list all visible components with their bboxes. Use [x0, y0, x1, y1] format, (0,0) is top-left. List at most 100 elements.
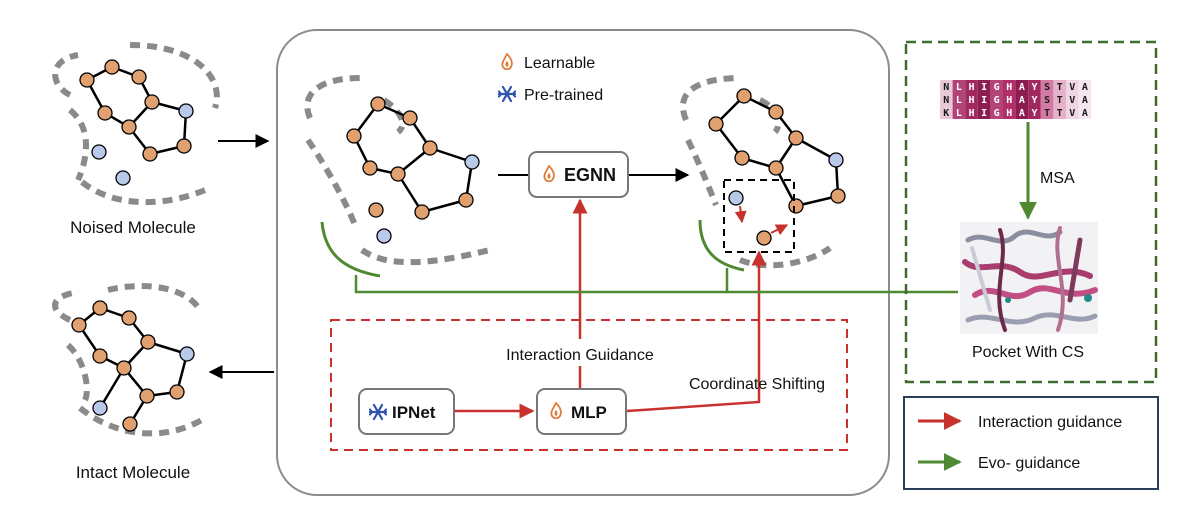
coordinate-shift-arrow [626, 250, 767, 413]
msa-cell [940, 93, 953, 106]
msa-cell [965, 93, 978, 106]
mlp-block: MLP [536, 388, 627, 435]
svg-text:IPNet: IPNet [392, 403, 436, 422]
msa-cell [1003, 106, 1016, 119]
msa-cell [990, 93, 1003, 106]
msa-residue: I [981, 108, 987, 119]
msa-cell [1078, 106, 1092, 119]
pocket-residue-arc [320, 221, 381, 278]
pocket-outline [52, 283, 207, 437]
msa-residue: V [1069, 82, 1075, 93]
msa-cell [952, 80, 966, 93]
msa-cell [965, 106, 978, 119]
msa-residue: Y [1031, 82, 1037, 93]
coordinate-shifting-label: Coordinate Shifting [689, 376, 825, 393]
msa-cell [1066, 106, 1079, 119]
msa-cell [977, 80, 991, 93]
msa-cell [1040, 106, 1054, 119]
svg-text:Evo- guidance: Evo- guidance [978, 455, 1080, 472]
msa-cell [1028, 80, 1041, 93]
snowflake-icon [497, 85, 517, 103]
legend-evo-guidance: Evo- guidance [918, 453, 1080, 472]
msa-residue: T [1057, 95, 1063, 106]
msa-cell [1066, 93, 1079, 106]
svg-text:MLP: MLP [571, 403, 607, 422]
msa-residue: A [1019, 82, 1025, 93]
noised-molecule [52, 42, 220, 206]
msa-residue: S [1044, 95, 1050, 106]
msa-label: MSA [1040, 170, 1075, 187]
msa-residue: A [1082, 82, 1088, 93]
intact-molecule [52, 283, 207, 437]
msa-residue: A [1082, 108, 1088, 119]
msa-cell [977, 106, 991, 119]
msa-cell [1053, 80, 1066, 93]
pocket-outline [304, 75, 491, 266]
msa-cell [1015, 93, 1029, 106]
msa-cell [1053, 93, 1066, 106]
msa-cell [1028, 106, 1041, 119]
msa-residue: G [994, 82, 1000, 93]
msa-residue: L [956, 108, 962, 119]
msa-cell [1015, 106, 1029, 119]
pocket-label: Pocket With CS [972, 344, 1084, 361]
svg-text:Pre-trained: Pre-trained [524, 87, 603, 104]
svg-text:Learnable: Learnable [524, 55, 595, 72]
svg-text:Interaction guidance: Interaction guidance [978, 414, 1122, 431]
msa-cell [940, 106, 953, 119]
msa-residue: H [1006, 82, 1012, 93]
msa-residue: Y [1031, 95, 1037, 106]
msa-cell [952, 93, 966, 106]
msa-residue: H [968, 108, 974, 119]
intact-molecule-label: Intact Molecule [76, 463, 190, 482]
denoising-module-frame [276, 29, 890, 496]
guidance-legend-box [903, 396, 1159, 490]
msa-residue: Y [1031, 108, 1037, 119]
msa-residue: L [956, 82, 962, 93]
msa-cell [1066, 80, 1079, 93]
protein-pocket-image [960, 222, 1098, 334]
noised-molecule-label: Noised Molecule [70, 218, 196, 237]
msa-cell [940, 80, 953, 93]
msa-residue: N [943, 95, 949, 106]
msa-residue: G [994, 108, 1000, 119]
msa-cell [1078, 93, 1092, 106]
msa-residue: A [1019, 108, 1025, 119]
msa-cell [1053, 106, 1066, 119]
interaction-guidance-frame [330, 319, 848, 451]
msa-residue: H [968, 82, 974, 93]
msa-cell [1003, 93, 1016, 106]
msa-residue: L [956, 95, 962, 106]
msa-residue: A [1019, 95, 1025, 106]
msa-cell [1028, 93, 1041, 106]
msa-residue: I [981, 82, 987, 93]
msa-cell [990, 106, 1003, 119]
legend-interaction-guidance: Interaction guidance [918, 412, 1122, 431]
msa-residue: G [994, 95, 1000, 106]
msa-cell [990, 80, 1003, 93]
svg-text:EGNN: EGNN [564, 165, 616, 185]
msa-residue: T [1057, 108, 1063, 119]
msa-residue: V [1069, 108, 1075, 119]
msa-cell [965, 80, 978, 93]
pretrained-legend: Pre-trained [497, 85, 603, 104]
evo-guidance-line [354, 275, 958, 294]
learnable-legend: Learnable [501, 53, 595, 72]
interaction-guidance-label: Interaction Guidance [506, 347, 654, 364]
msa-residue: I [981, 95, 987, 106]
msa-residue: T [1057, 82, 1063, 93]
msa-residue: H [1006, 95, 1012, 106]
output-molecule [679, 75, 846, 272]
msa-cell [1078, 80, 1092, 93]
msa-residue: V [1069, 95, 1075, 106]
egnn-block: EGNN [528, 151, 629, 198]
msa-cell [1015, 80, 1029, 93]
msa-residue: K [943, 108, 949, 119]
msa-cell [977, 93, 991, 106]
msa-cell [952, 106, 966, 119]
msa-residue: T [1044, 108, 1050, 119]
msa-residue: A [1082, 95, 1088, 106]
evolution-panel-frame [904, 40, 1158, 384]
